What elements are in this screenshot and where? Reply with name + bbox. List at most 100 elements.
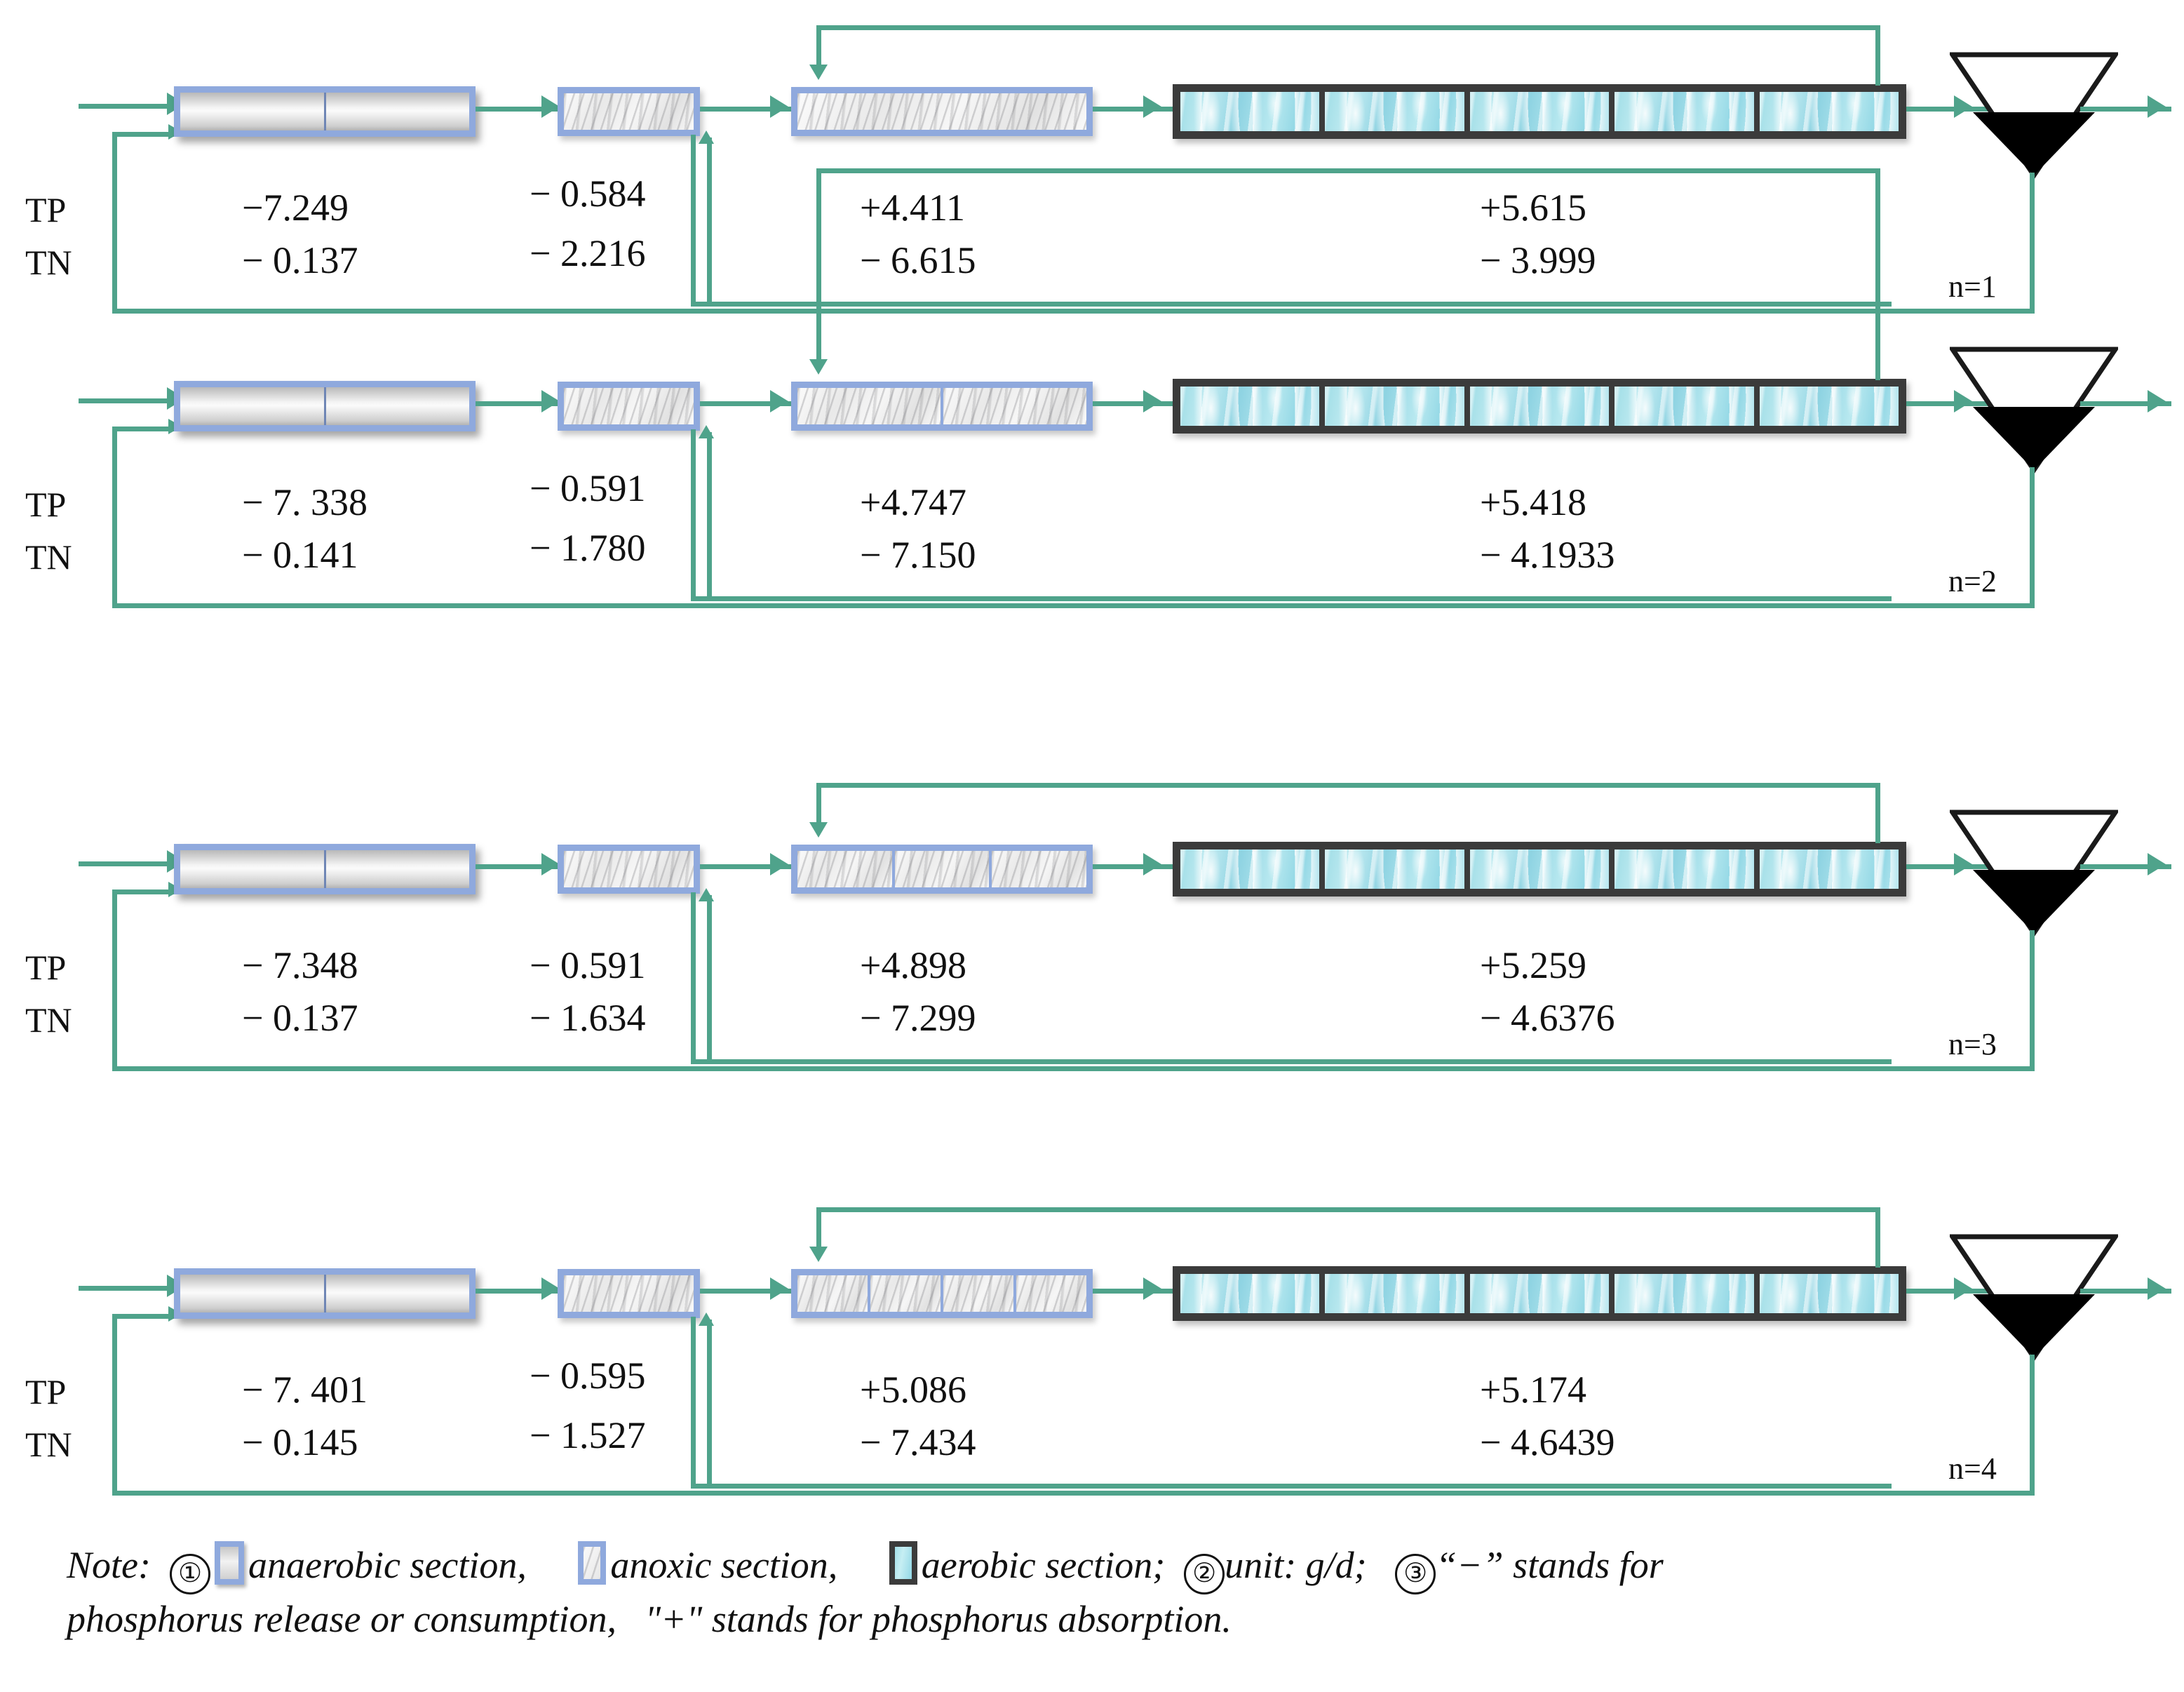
anaerobic-tp-r4: − 7. 401 xyxy=(242,1369,368,1411)
aerobic-to-clarifier-line-r1 xyxy=(1906,107,1990,112)
aerobic-cell xyxy=(1325,387,1470,426)
nr-down-r3 xyxy=(691,892,696,1064)
anoxic2-to-aerobic-arrow-r4 xyxy=(1143,1277,1161,1300)
anoxic2-to-aerobic-line-r1 xyxy=(1093,107,1184,112)
note-unit-text: unit: g/d; xyxy=(1225,1544,1367,1586)
tp-label-r3: TP xyxy=(25,948,67,987)
anoxic-cell xyxy=(943,1275,1016,1312)
ras-entry-line-r2 xyxy=(112,427,184,431)
nr-up-r1 xyxy=(707,137,712,304)
aerobic-swatch-icon xyxy=(889,1541,917,1585)
anaerobic-tn-r1: − 0.137 xyxy=(242,239,358,281)
anoxic-swatch-icon xyxy=(578,1541,607,1585)
anaerobic-unit-r4 xyxy=(174,1268,476,1319)
n-label-r2: n=2 xyxy=(1948,564,1997,598)
nr-down-r2 xyxy=(691,429,696,601)
anaerobic-tn-r2: − 0.141 xyxy=(242,534,358,576)
mlr-top-line-r3 xyxy=(816,783,1880,788)
ras-up-r3 xyxy=(112,889,117,1069)
anoxic-cell xyxy=(894,851,992,887)
aerobic-to-clarifier-arrow-r1 xyxy=(1954,95,1972,118)
nr-arrow-r2 xyxy=(699,425,714,438)
aerobic-cell xyxy=(1325,92,1470,131)
anaerobic-tp-r2: − 7. 338 xyxy=(242,481,368,523)
aerobic-unit-r3 xyxy=(1173,842,1906,897)
anoxic1-to-anoxic2-line-r3 xyxy=(700,864,791,869)
anoxic-cell xyxy=(564,851,694,887)
nr-bottom-r3 xyxy=(691,1059,1892,1064)
anoxic2-tp-r3: +4.898 xyxy=(860,944,966,986)
anoxic-cell xyxy=(943,388,1086,424)
n-label-r1: n=1 xyxy=(1948,269,1997,304)
anoxic-cell xyxy=(564,388,694,424)
mlr-drop-r1 xyxy=(816,25,821,69)
anaerobic-cell xyxy=(180,850,326,888)
anoxic1-tp-r4: − 0.595 xyxy=(530,1355,646,1397)
anoxic1-unit-r3 xyxy=(558,845,700,894)
influent-line-r4 xyxy=(79,1286,182,1291)
anoxic2-to-aerobic-arrow-r1 xyxy=(1143,95,1161,118)
nr-arrow-r1 xyxy=(699,130,714,144)
mlr-top-line-r4 xyxy=(816,1207,1880,1212)
effluent-line-r2 xyxy=(2080,401,2171,406)
aerobic-tp-r2: +5.418 xyxy=(1480,481,1586,523)
tp-label-r2: TP xyxy=(25,485,67,524)
anoxic1-tp-r2: − 0.591 xyxy=(530,467,646,509)
anoxic2-unit-r4 xyxy=(791,1269,1093,1318)
anoxic-cell xyxy=(797,388,943,424)
nr-down-r4 xyxy=(691,1317,696,1489)
anoxic2-tn-r1: − 6.615 xyxy=(860,239,976,281)
anaerobic-cell xyxy=(325,387,469,425)
anoxic2-tn-r3: − 7.299 xyxy=(860,997,976,1039)
nr-up-r3 xyxy=(707,895,712,1062)
anaerobic-tp-r1: −7.249 xyxy=(242,187,349,229)
nr-bottom-r1 xyxy=(691,302,1892,307)
nr-bottom-r4 xyxy=(691,1484,1892,1489)
mlr-riser-r2 xyxy=(1875,168,1880,380)
ras-entry-line-r4 xyxy=(112,1314,184,1319)
aerobic-tn-r3: − 4.6376 xyxy=(1480,997,1615,1039)
nr-up-r2 xyxy=(707,432,712,599)
ras-down-r3 xyxy=(2030,930,2035,1070)
secondary-clarifier-r3 xyxy=(1950,808,2118,938)
secondary-clarifier-r1 xyxy=(1950,51,2118,180)
mlr-arrow-r2 xyxy=(809,359,828,375)
anoxic1-to-anoxic2-arrow-r3 xyxy=(770,853,788,875)
effluent-line-r1 xyxy=(2080,107,2171,112)
ras-entry-line-r1 xyxy=(112,132,184,137)
aerobic-to-clarifier-arrow-r3 xyxy=(1954,853,1972,875)
influent-line-r1 xyxy=(79,104,182,109)
note-item-2: anoxic section, xyxy=(610,1544,838,1586)
train-row-1: TP TN −7.249 − 0.137 − 0.584 − 2.216 +4.… xyxy=(0,0,2184,351)
tn-label-r1: TN xyxy=(25,243,72,282)
aerobic-cell xyxy=(1759,850,1899,889)
n-label-r3: n=3 xyxy=(1948,1027,1997,1061)
aerobic-tn-r4: − 4.6439 xyxy=(1480,1421,1615,1463)
mlr-drop-r4 xyxy=(816,1207,821,1251)
legend-line-2: phosphorus release or consumption, "+" s… xyxy=(67,1598,1232,1640)
note-minus-text: “−” stands for xyxy=(1436,1544,1664,1586)
anoxic1-to-anoxic2-line-r2 xyxy=(700,401,791,406)
anoxic2-unit-r2 xyxy=(791,382,1093,431)
aerobic-cell xyxy=(1469,92,1615,131)
anoxic1-tn-r3: − 1.634 xyxy=(530,997,646,1039)
anoxic2-tn-r2: − 7.150 xyxy=(860,534,976,576)
influent-line-r3 xyxy=(79,861,182,866)
anoxic1-to-anoxic2-line-r1 xyxy=(700,107,791,112)
aerobic-to-clarifier-arrow-r2 xyxy=(1954,390,1972,412)
anaerobic-tn-r3: − 0.137 xyxy=(242,997,358,1039)
aerobic-cell xyxy=(1615,387,1760,426)
mlr-top-line-r1 xyxy=(816,25,1880,30)
note-marker-3: ③ xyxy=(1395,1554,1436,1594)
anaerobic-cell xyxy=(180,1275,326,1312)
effluent-arrow-r4 xyxy=(2148,1277,2166,1300)
anoxic1-tp-r1: − 0.584 xyxy=(530,173,646,215)
anaerobic-to-anoxic1-arrow-r1 xyxy=(541,95,560,118)
anoxic-cell xyxy=(870,1275,943,1312)
anoxic1-to-anoxic2-line-r4 xyxy=(700,1289,791,1294)
mlr-riser-r1 xyxy=(1875,25,1880,86)
aerobic-to-clarifier-line-r3 xyxy=(1906,864,1990,869)
anoxic1-tn-r1: − 2.216 xyxy=(530,232,646,274)
nr-up-r4 xyxy=(707,1320,712,1486)
tn-label-r4: TN xyxy=(25,1425,72,1464)
